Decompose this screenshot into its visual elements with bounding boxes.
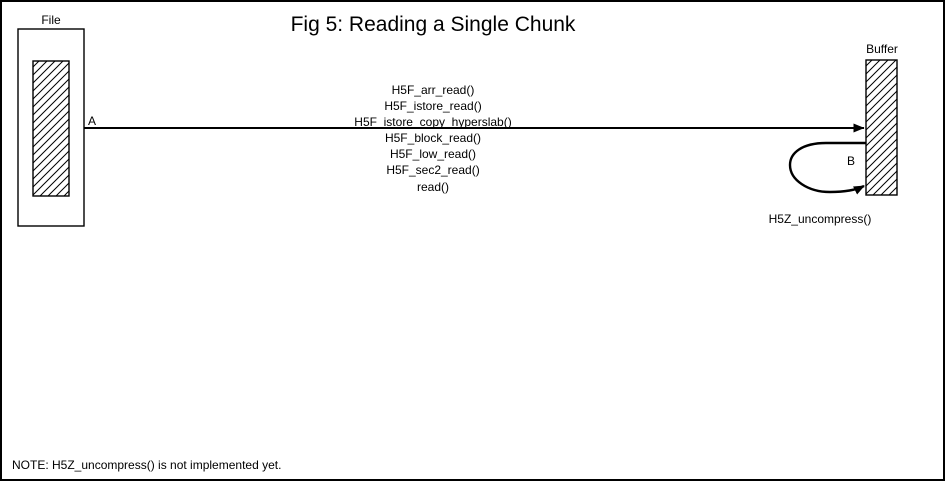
call-label-0: H5F_arr_read() xyxy=(392,83,475,97)
loop-arrow-label: H5Z_uncompress() xyxy=(769,212,872,226)
transfer-arrow-marker-a: A xyxy=(88,114,96,128)
call-label-4: H5F_low_read() xyxy=(390,147,476,161)
figure-title: Fig 5: Reading a Single Chunk xyxy=(291,13,576,36)
call-label-3: H5F_block_read() xyxy=(385,131,481,145)
target-box-label: Buffer xyxy=(866,42,898,56)
figure-note: NOTE: H5Z_uncompress() is not implemente… xyxy=(12,458,281,472)
call-label-5: H5F_sec2_read() xyxy=(386,163,479,177)
call-label-1: H5F_istore_read() xyxy=(384,99,481,113)
loop-arrow-marker-b: B xyxy=(847,154,855,168)
call-label-2: H5F_istore_copy_hyperslab() xyxy=(354,115,511,129)
target-box-data-region xyxy=(865,59,898,196)
loop-arrow-b xyxy=(788,141,866,195)
source-box-data-region xyxy=(32,60,70,197)
source-box-label: File xyxy=(41,13,61,27)
call-label-6: read() xyxy=(417,180,449,194)
